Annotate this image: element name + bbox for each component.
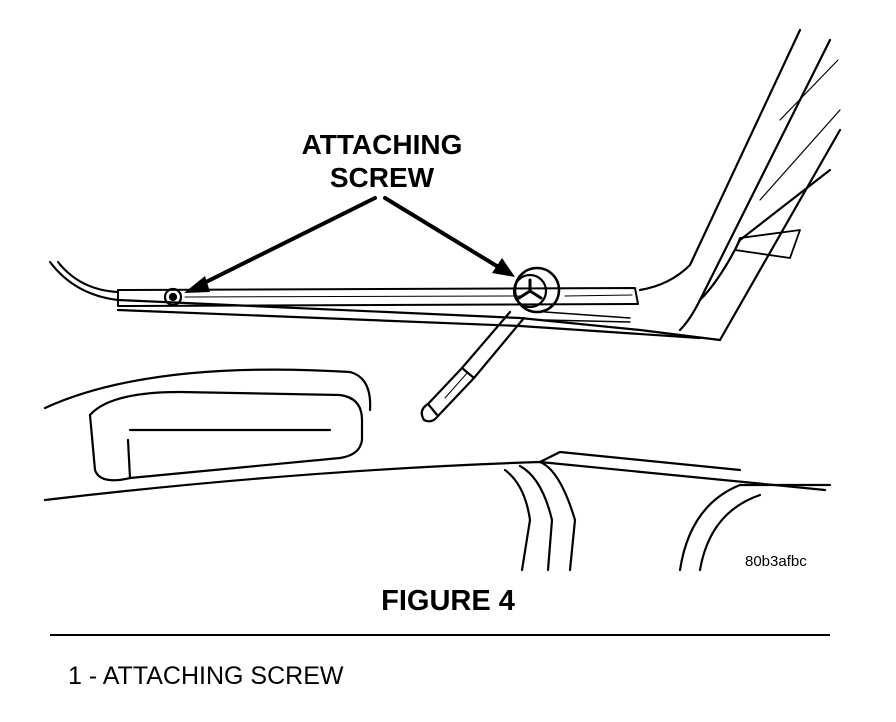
attaching-screw-right	[512, 266, 561, 314]
arrow-head-right	[492, 258, 515, 277]
divider	[50, 634, 830, 636]
seat-back	[43, 450, 832, 572]
screwdriver	[420, 310, 526, 423]
callout-line-1: ATTACHING	[301, 129, 463, 160]
seat-headrest	[43, 368, 372, 482]
attaching-screw-left	[163, 287, 183, 307]
illustration	[43, 28, 842, 572]
callout-line-2: SCREW	[329, 162, 435, 193]
visor-rod	[117, 287, 639, 323]
image-code: 80b3afbc	[745, 553, 807, 570]
arrow-head-left	[184, 276, 210, 293]
headliner	[48, 260, 722, 342]
callout-label: ATTACHING SCREW	[232, 128, 532, 194]
callout-arrows	[198, 196, 502, 287]
legend-item: 1 - ATTACHING SCREW	[68, 662, 344, 690]
figure-label: FIGURE 4	[381, 585, 515, 617]
a-pillar	[638, 28, 842, 342]
